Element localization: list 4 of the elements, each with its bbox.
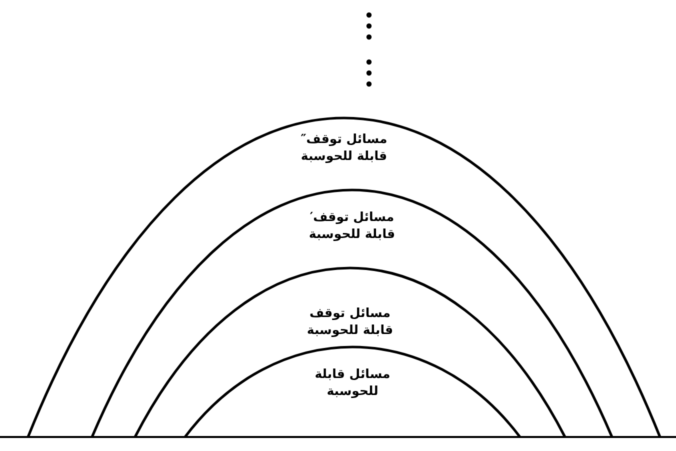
arc-label: مسائل توقف قابلة للحوسبة xyxy=(306,304,394,338)
arc-label: مسائل توقف″ قابلة للحوسبة xyxy=(300,130,388,164)
arc-label: مسائل توقف′ قابلة للحوسبة xyxy=(308,208,396,242)
arc-label: مسائل قابلة للحوسبة xyxy=(314,365,392,399)
